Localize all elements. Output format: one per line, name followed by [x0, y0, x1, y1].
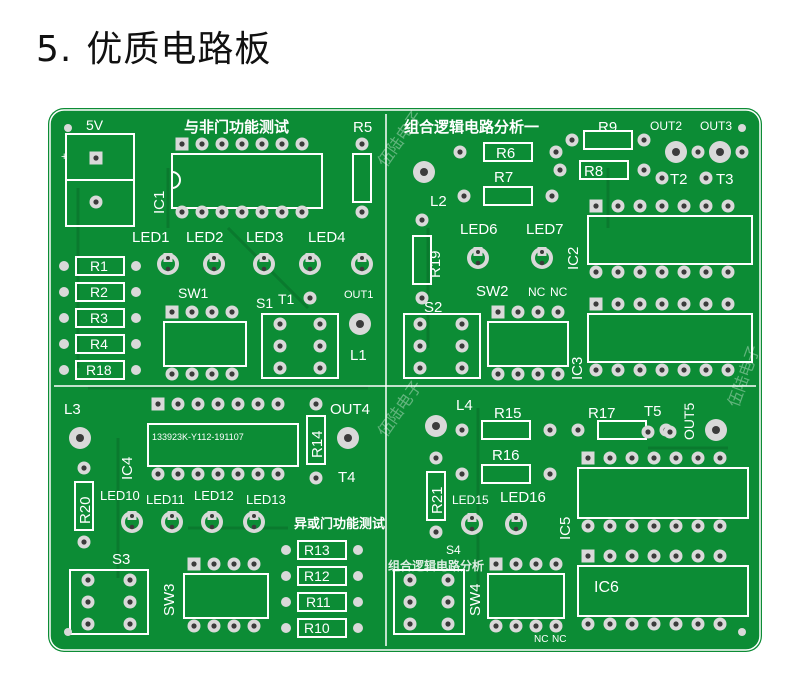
label-r7: R7 — [494, 169, 513, 186]
label-t2: T2 — [670, 171, 688, 188]
power-label: 5V — [86, 117, 104, 133]
quadrant-combo-logic-2: L4 R15 R17 T5 OUT5 R16 R21 LED15 LED16 组… — [388, 397, 749, 645]
label-led1: LED1 — [132, 229, 170, 246]
label-r3: R3 — [90, 310, 108, 326]
label-l1: L1 — [350, 347, 367, 364]
label-led6: LED6 — [460, 221, 498, 238]
label-t5: T5 — [644, 403, 662, 420]
label-led3: LED3 — [246, 229, 284, 246]
label-r8: R8 — [584, 163, 603, 180]
quadrant-combo-logic-1: 组合逻辑电路分析一 R9 OUT2 OUT3 R6 R8 R7 L2 T2 T3… — [403, 118, 753, 381]
label-led16: LED16 — [500, 489, 546, 506]
label-r17: R17 — [588, 405, 616, 422]
label-led4: LED4 — [308, 229, 346, 246]
quadrant-xor-test: L3 133923K-Y112-191107 IC4 R14 OUT4 T4 R… — [64, 397, 385, 638]
svg-text:+: + — [61, 151, 67, 163]
section-title-combo1: 组合逻辑电路分析一 — [404, 118, 539, 136]
label-led13: LED13 — [246, 492, 286, 507]
label-out2: OUT2 — [650, 119, 682, 133]
label-led10: LED10 — [100, 488, 140, 503]
label-out1: OUT1 — [344, 289, 373, 301]
label-ic3: IC3 — [569, 357, 586, 380]
label-sw4: SW4 — [467, 583, 484, 616]
label-sw1: SW1 — [178, 285, 209, 301]
page-heading: 5. 优质电路板 — [36, 20, 271, 72]
label-led2: LED2 — [186, 229, 224, 246]
label-nc-d: NC — [552, 634, 566, 645]
label-r9: R9 — [598, 119, 617, 136]
heading-title: 优质电路板 — [86, 29, 272, 70]
label-r10: R10 — [304, 620, 330, 636]
label-nc-a: NC — [528, 285, 546, 299]
label-led7: LED7 — [526, 221, 564, 238]
label-r18: R18 — [86, 362, 112, 378]
label-t1: T1 — [278, 291, 295, 307]
label-led15: LED15 — [452, 493, 489, 507]
pcb-substrate — [48, 108, 762, 652]
label-ic4: IC4 — [119, 457, 136, 480]
label-r12: R12 — [304, 568, 330, 584]
ic5-outline — [577, 467, 749, 519]
label-t4: T4 — [338, 469, 356, 486]
label-led12: LED12 — [194, 488, 234, 503]
label-r19: R19 — [427, 250, 444, 278]
label-r6: R6 — [496, 145, 515, 162]
label-l2: L2 — [430, 193, 447, 210]
label-out3: OUT3 — [700, 119, 732, 133]
pcb-board: 伍陆电子 伍陆电子 伍陆电子 5V + 与非门功能测试 R5 IC1 LED1 … — [48, 108, 764, 652]
label-s2: S2 — [424, 299, 442, 316]
label-sw3: SW3 — [161, 583, 178, 616]
label-r21: R21 — [429, 486, 446, 514]
ic4-outline — [147, 423, 299, 467]
section-title-nand: 与非门功能测试 — [184, 118, 289, 136]
label-ic1: IC1 — [151, 191, 168, 214]
label-s4: S4 — [446, 543, 461, 557]
ic6-outline — [577, 565, 749, 617]
label-r14: R14 — [309, 430, 326, 458]
label-r4: R4 — [90, 336, 108, 352]
ic4-chip-label: 133923K-Y112-191107 — [152, 432, 244, 442]
pcb-board-image: 伍陆电子 伍陆电子 伍陆电子 5V + 与非门功能测试 R5 IC1 LED1 … — [48, 108, 764, 652]
label-out5: OUT5 — [681, 402, 697, 440]
label-l3: L3 — [64, 401, 81, 418]
ic3-outline — [587, 313, 753, 363]
label-r5: R5 — [353, 119, 372, 136]
label-r15: R15 — [494, 405, 522, 422]
label-ic6: IC6 — [594, 579, 619, 596]
label-led11: LED11 — [146, 492, 185, 507]
label-s1: S1 — [256, 295, 273, 311]
label-r16: R16 — [492, 447, 520, 464]
label-r13: R13 — [304, 542, 330, 558]
label-ic2: IC2 — [565, 247, 582, 270]
label-out4: OUT4 — [330, 401, 370, 418]
label-l4: L4 — [456, 397, 473, 414]
label-nc-c: NC — [534, 634, 548, 645]
label-r1: R1 — [90, 258, 108, 274]
section-title-xor: 异或门功能测试 — [294, 516, 385, 531]
label-nc-b: NC — [550, 285, 568, 299]
label-r20: R20 — [77, 496, 94, 524]
label-r2: R2 — [90, 284, 108, 300]
heading-number: 5. — [36, 29, 73, 70]
label-t3: T3 — [716, 171, 734, 188]
label-sw2: SW2 — [476, 283, 509, 300]
label-s3: S3 — [112, 551, 130, 568]
label-r11: R11 — [306, 594, 331, 610]
ic2-outline — [587, 215, 753, 265]
label-ic5: IC5 — [557, 517, 574, 540]
quadrant-nand-test: 5V + 与非门功能测试 R5 IC1 LED1 LED2 LED3 LED4 … — [59, 117, 373, 381]
